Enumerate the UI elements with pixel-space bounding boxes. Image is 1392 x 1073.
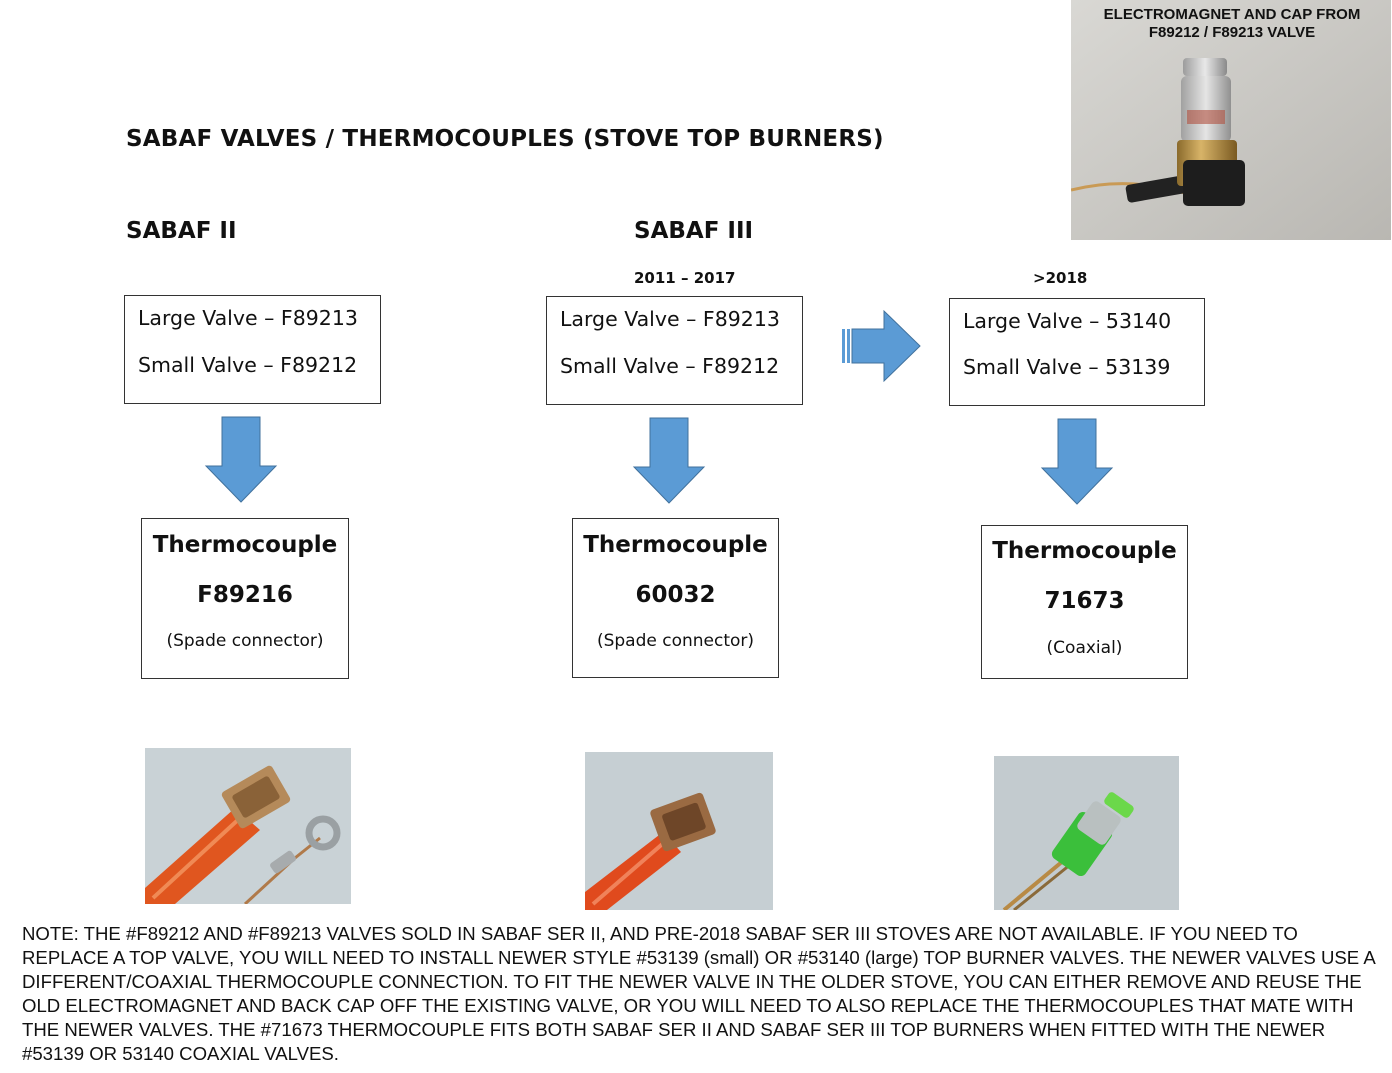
sabaf3-heading: SABAF III — [634, 218, 754, 244]
sabaf2-thermocouple-title: Thermocouple — [152, 532, 338, 558]
arrow-down-icon — [204, 416, 278, 503]
sabaf2-valve-box: Large Valve – F89213 Small Valve – F8921… — [124, 295, 381, 404]
sabaf2-large-valve: Large Valve – F89213 — [138, 306, 358, 330]
sabaf3-old-large-valve: Large Valve – F89213 — [560, 307, 780, 331]
spade-connector-photo-2 — [585, 752, 773, 910]
sabaf2-heading: SABAF II — [126, 218, 237, 244]
electromagnet-caption: ELECTROMAGNET AND CAP FROM F89212 / F892… — [1074, 6, 1390, 42]
electromagnet-caption-line1: ELECTROMAGNET AND CAP FROM — [1103, 6, 1361, 23]
sabaf2-thermocouple-part: F89216 — [197, 582, 293, 608]
page-title: SABAF VALVES / THERMOCOUPLES (STOVE TOP … — [126, 126, 884, 152]
note-text: NOTE: THE #F89212 AND #F89213 VALVES SOL… — [22, 923, 1375, 1064]
arrow-down-icon — [1040, 418, 1114, 505]
sabaf3-old-thermocouple-title: Thermocouple — [583, 532, 768, 558]
sabaf3-old-valve-box: Large Valve – F89213 Small Valve – F8921… — [546, 296, 803, 405]
arrow-down-icon — [632, 417, 706, 504]
sabaf3-new-years: >2018 — [1033, 269, 1088, 287]
sabaf3-new-thermocouple-connector: (Coaxial) — [1046, 638, 1123, 658]
arrow-right-icon — [842, 309, 921, 383]
sabaf3-old-thermocouple-box: Thermocouple 60032 (Spade connector) — [572, 518, 779, 678]
electromagnet-photo — [1071, 0, 1391, 240]
electromagnet-caption-line2: F89212 / F89213 VALVE — [1148, 24, 1316, 41]
sabaf3-old-small-valve: Small Valve – F89212 — [560, 354, 780, 378]
sabaf2-thermocouple-connector: (Spade connector) — [166, 631, 324, 651]
sabaf3-old-thermocouple-part: 60032 — [635, 582, 716, 608]
sabaf2-thermocouple-box: Thermocouple F89216 (Spade connector) — [141, 518, 349, 679]
spade-connector-photo — [145, 748, 351, 904]
sabaf3-new-small-valve: Small Valve – 53139 — [963, 355, 1171, 379]
coaxial-connector-photo — [994, 756, 1179, 910]
sabaf3-new-thermocouple-box: Thermocouple 71673 (Coaxial) — [981, 525, 1188, 679]
sabaf3-old-years: 2011 – 2017 — [634, 269, 736, 287]
sabaf3-new-thermocouple-title: Thermocouple — [992, 538, 1177, 564]
sabaf3-new-valve-box: Large Valve – 53140 Small Valve – 53139 — [949, 298, 1205, 406]
sabaf3-old-thermocouple-connector: (Spade connector) — [596, 631, 755, 651]
sabaf2-small-valve: Small Valve – F89212 — [138, 353, 358, 377]
sabaf3-new-large-valve: Large Valve – 53140 — [963, 309, 1172, 333]
sabaf3-new-thermocouple-part: 71673 — [1044, 588, 1125, 614]
